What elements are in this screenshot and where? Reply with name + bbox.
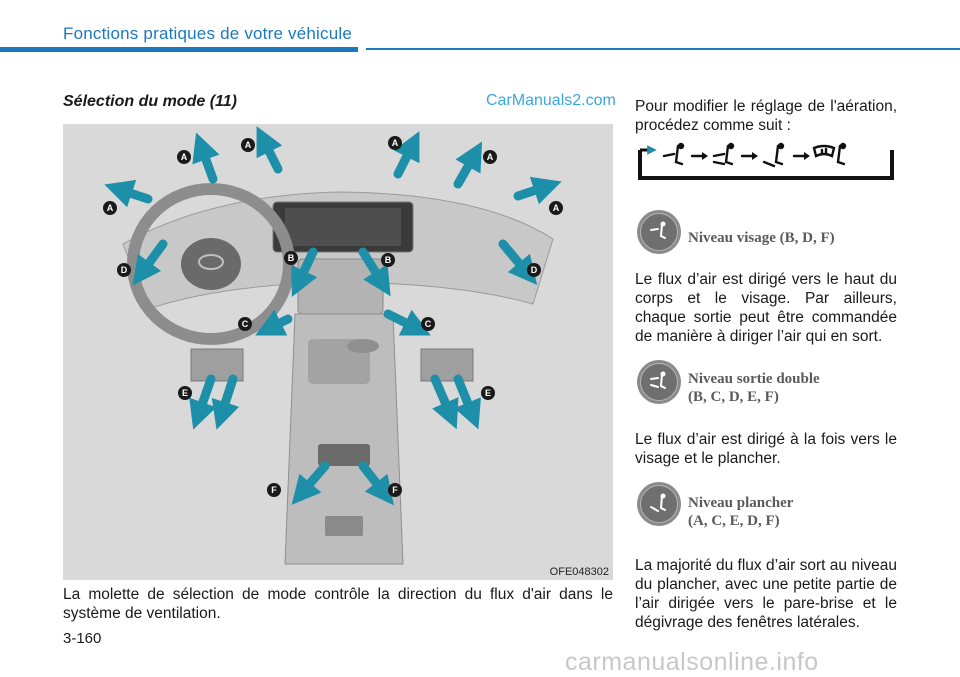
vent-label-e2: E [485, 388, 491, 398]
bi-level-vent-icon [637, 360, 681, 404]
page-number: 3-160 [63, 630, 102, 647]
airflow-arrow-a3 [256, 126, 283, 174]
vent-label-a6: A [553, 203, 560, 213]
face-vent-icon [637, 210, 681, 254]
vent-label-a3: A [245, 140, 252, 150]
figure-code: OFE048302 [549, 566, 609, 578]
mode-label-bi-level-line2: (B, C, D, E, F) [688, 389, 779, 405]
mode-description-floor: La majorité du flux d’air sort au niveau… [635, 557, 897, 631]
airflow-arrow-e3 [430, 374, 459, 430]
dashboard-illustration: A A A A A A B B C C D D E E F F OFE04830… [63, 124, 613, 580]
vent-label-f1: F [271, 485, 277, 495]
vent-label-a2: A [181, 152, 188, 162]
floor-vent-icon [637, 482, 681, 526]
mode-label-floor-line2: (A, C, E, D, F) [688, 513, 780, 529]
airflow-arrow-d2 [498, 239, 538, 286]
figure-caption: La molette de sélection de mode contrôle… [63, 586, 613, 622]
airflow-arrow-d1 [132, 239, 168, 286]
floor-mode-icon [762, 142, 785, 168]
airflow-arrow-e2 [211, 374, 240, 430]
airflow-arrow-e1 [189, 374, 217, 430]
mode-description-face: Le flux d’air est dirigé vers le haut du… [635, 271, 897, 345]
vent-label-b2: B [385, 255, 392, 265]
vent-label-a5: A [487, 152, 494, 162]
header-rule-thick [0, 47, 358, 52]
vent-label-f2: F [392, 485, 398, 495]
vent-label-a1: A [107, 203, 114, 213]
airflow-arrow-f2 [358, 461, 394, 506]
header-rule-thin [366, 48, 960, 50]
mode-label-bi-level: Niveau sortie double (B, C, D, E, F) [688, 370, 820, 406]
section-header: Fonctions pratiques de votre véhicule [63, 24, 353, 43]
vent-label-b1: B [288, 253, 295, 263]
vent-label-e1: E [182, 388, 188, 398]
mode-cycle-diagram [638, 142, 894, 180]
bi-level-mode-icon [712, 142, 735, 166]
mode-label-face: Niveau visage (B, D, F) [688, 230, 835, 246]
airflow-arrow-e4 [453, 374, 481, 430]
vent-label-d1: D [121, 265, 128, 275]
section-title: Sélection du mode (11) [63, 93, 237, 110]
intro-text: Pour modifier le réglage de l'aération, … [635, 98, 897, 134]
airflow-arrow-a6 [513, 176, 562, 205]
vent-label-d2: D [531, 265, 538, 275]
mode-label-floor: Niveau plancher (A, C, E, D, F) [688, 494, 793, 530]
footer-watermark: carmanualsonline.info [565, 648, 819, 676]
vent-label-c1: C [242, 319, 249, 329]
airflow-arrow-b2 [358, 247, 391, 297]
vent-label-a4: A [392, 138, 399, 148]
mode-label-floor-line1: Niveau plancher [688, 495, 794, 511]
mode-description-bi-level: Le flux d’air est dirigé à la fois vers … [635, 431, 897, 467]
airflow-arrow-c2 [383, 309, 431, 336]
vent-label-c2: C [425, 319, 432, 329]
airflow-arrow-c1 [255, 309, 293, 336]
face-mode-icon [662, 142, 685, 166]
airflow-arrow-a4 [393, 131, 420, 179]
airflow-arrow-b1 [291, 247, 318, 298]
airflow-arrow-a1 [104, 179, 153, 208]
mode-label-bi-level-line1: Niveau sortie double [688, 371, 820, 387]
dashboard-drawing: A A A A A A B B C C D D E E F F [103, 126, 563, 565]
floor-defrost-mode-icon [812, 142, 847, 166]
airflow-arrow-a2 [192, 132, 220, 184]
site-watermark: CarManuals2.com [486, 92, 616, 109]
airflow-arrow-f1 [291, 461, 330, 505]
airflow-arrow-a5 [453, 141, 483, 189]
